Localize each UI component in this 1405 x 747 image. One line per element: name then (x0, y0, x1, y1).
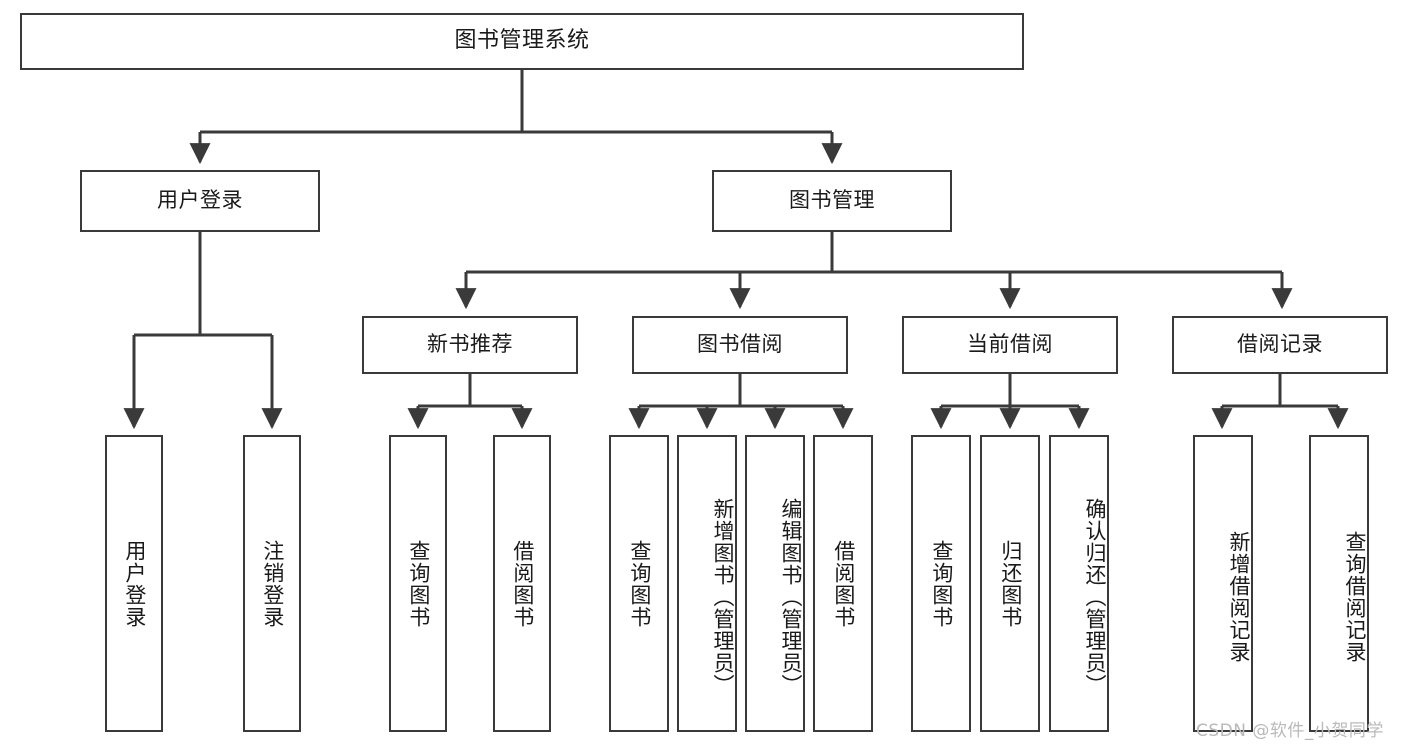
leaf-logout-login[interactable]: 注销登录 (243, 435, 301, 732)
leaf-current-borrow-confirm-return-admin[interactable]: 确认归还（管理员） (1049, 435, 1109, 732)
leaf-new-book-borrow-book-label: 借阅图书 (510, 539, 535, 628)
leaf-book-borrow-query-book[interactable]: 查询图书 (609, 435, 669, 732)
node-book-management-label: 图书管理 (789, 188, 875, 213)
leaf-current-borrow-confirm-return-admin-label: 确认归还（管理员） (1083, 497, 1107, 696)
leaf-book-borrow-query-book-label: 查询图书 (627, 539, 652, 628)
leaf-current-borrow-query-book[interactable]: 查询图书 (911, 435, 971, 732)
node-user-login-label: 用户登录 (157, 188, 243, 213)
leaf-book-borrow-add-book-admin[interactable]: 新增图书（管理员） (677, 435, 737, 732)
leaf-logout-login-label: 注销登录 (260, 539, 285, 628)
node-new-book-recommendation[interactable]: 新书推荐 (362, 316, 578, 374)
leaf-book-borrow-edit-book-admin[interactable]: 编辑图书（管理员） (745, 435, 805, 732)
leaf-book-borrow-borrow-book-label: 借阅图书 (831, 539, 856, 628)
leaf-new-book-query-book[interactable]: 查询图书 (389, 435, 447, 732)
node-borrow-record[interactable]: 借阅记录 (1172, 316, 1388, 374)
leaf-borrow-record-add-record-label: 新增借阅记录 (1227, 530, 1251, 663)
leaf-current-borrow-return-book-label: 归还图书 (998, 539, 1023, 628)
leaf-borrow-record-add-record[interactable]: 新增借阅记录 (1193, 435, 1253, 732)
node-borrow-record-label: 借阅记录 (1237, 332, 1323, 357)
leaf-user-login[interactable]: 用户登录 (105, 435, 163, 732)
node-user-login[interactable]: 用户登录 (80, 170, 320, 232)
leaf-book-borrow-edit-book-admin-label: 编辑图书（管理员） (779, 497, 803, 696)
node-book-borrow[interactable]: 图书借阅 (632, 316, 848, 374)
node-root-label: 图书管理系统 (454, 28, 590, 54)
node-current-borrow-label: 当前借阅 (967, 332, 1053, 357)
node-book-borrow-label: 图书借阅 (697, 332, 783, 357)
node-new-book-recommendation-label: 新书推荐 (427, 332, 513, 357)
node-book-management[interactable]: 图书管理 (712, 170, 952, 232)
leaf-book-borrow-add-book-admin-label: 新增图书（管理员） (711, 497, 735, 696)
node-root-book-management-system[interactable]: 图书管理系统 (20, 13, 1024, 70)
leaf-borrow-record-query-record[interactable]: 查询借阅记录 (1309, 435, 1369, 732)
leaf-current-borrow-query-book-label: 查询图书 (929, 539, 954, 628)
leaf-current-borrow-return-book[interactable]: 归还图书 (980, 435, 1040, 732)
node-current-borrow[interactable]: 当前借阅 (902, 316, 1118, 374)
leaf-new-book-query-book-label: 查询图书 (406, 539, 431, 628)
leaf-new-book-borrow-book[interactable]: 借阅图书 (493, 435, 551, 732)
leaf-book-borrow-borrow-book[interactable]: 借阅图书 (813, 435, 873, 732)
leaf-borrow-record-query-record-label: 查询借阅记录 (1343, 530, 1367, 663)
leaf-user-login-label: 用户登录 (122, 539, 147, 628)
